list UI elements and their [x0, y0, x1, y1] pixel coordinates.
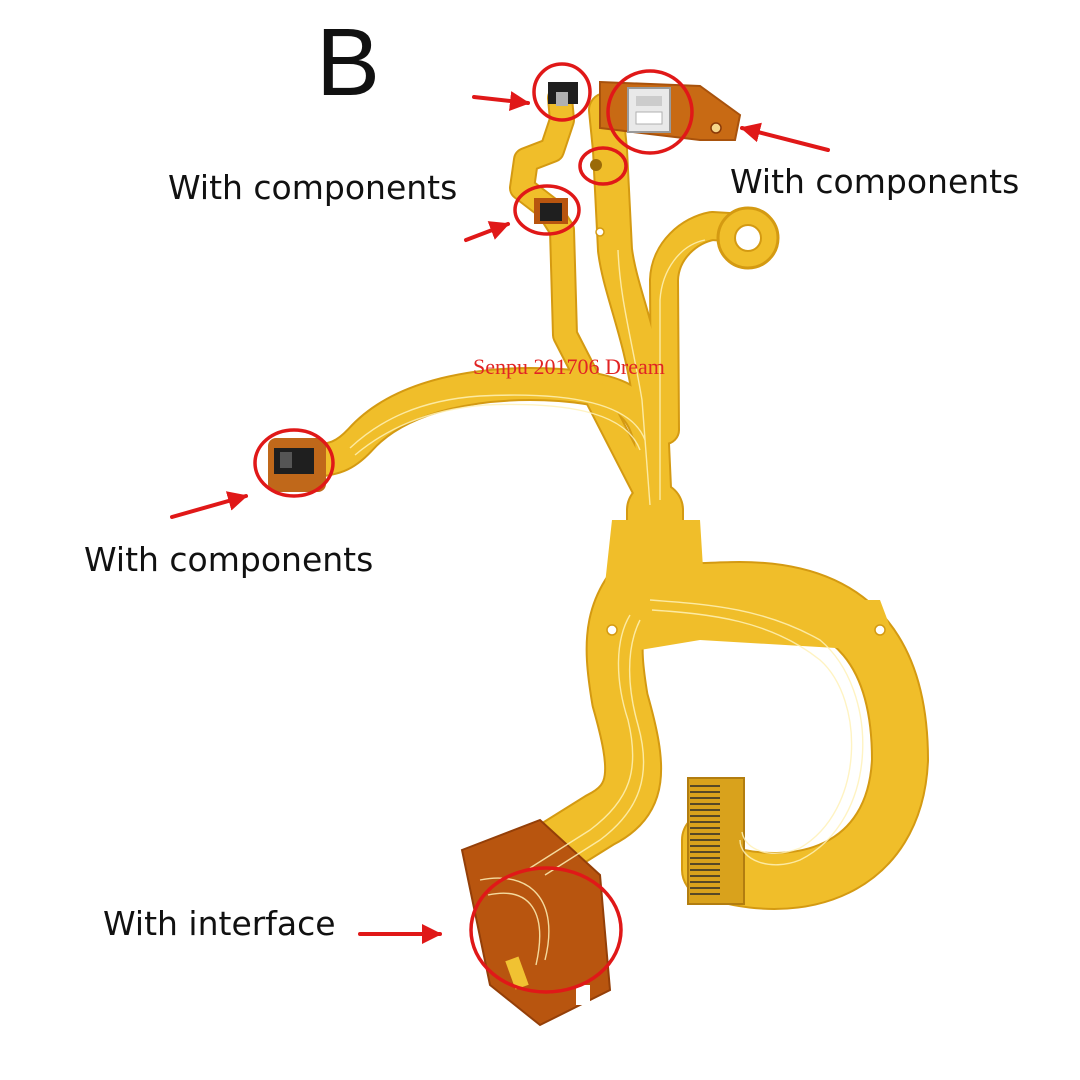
highlight-circle-6	[469, 866, 623, 994]
variant-letter: B	[316, 9, 381, 116]
callout-components-left: With components	[84, 540, 374, 579]
component-top-left	[548, 82, 578, 106]
callout-components-top-left: With components	[168, 168, 458, 207]
highlight-circle-5	[253, 428, 335, 498]
highlight-circle-4	[513, 184, 581, 236]
annotation-circles	[253, 62, 694, 994]
callout-components-top-right: With components	[730, 162, 1020, 201]
highlight-circle-1	[532, 62, 592, 122]
solder-point	[590, 159, 602, 171]
watermark: Senpu 201706 Dream	[473, 354, 665, 379]
arrow-3	[464, 221, 510, 242]
arrow-4	[170, 491, 248, 519]
connector-top	[627, 87, 671, 133]
flex-cable	[288, 80, 929, 1027]
callout-interface: With interface	[103, 904, 336, 943]
arrow-1	[472, 91, 530, 111]
highlight-circle-3	[578, 146, 628, 186]
highlight-circle-2	[606, 69, 694, 155]
component-mid-top	[534, 198, 568, 224]
annotation-arrows	[170, 91, 830, 944]
arrow-2	[740, 122, 830, 152]
component-left	[268, 438, 326, 492]
